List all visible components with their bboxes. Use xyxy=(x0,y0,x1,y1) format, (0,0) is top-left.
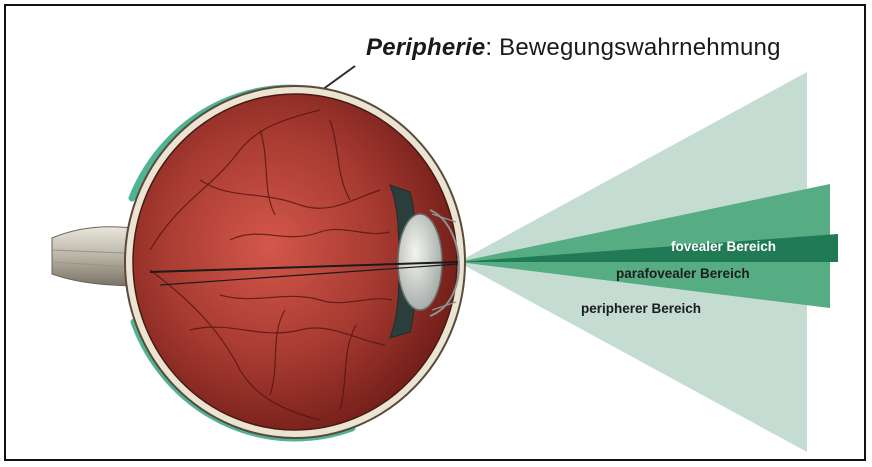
peripheral-zone-label: peripherer Bereich xyxy=(581,301,701,316)
title-rest: : Bewegungswahrnehmung xyxy=(485,34,780,61)
page-title: Peripherie: Bewegungswahrnehmung xyxy=(366,34,781,62)
parafoveal-zone-label: parafovealer Bereich xyxy=(616,266,750,281)
eyeball-cross-section-icon xyxy=(125,86,465,438)
foveal-zone-label: fovealer Bereich xyxy=(671,239,776,254)
title-emphasis: Peripherie xyxy=(366,34,485,61)
